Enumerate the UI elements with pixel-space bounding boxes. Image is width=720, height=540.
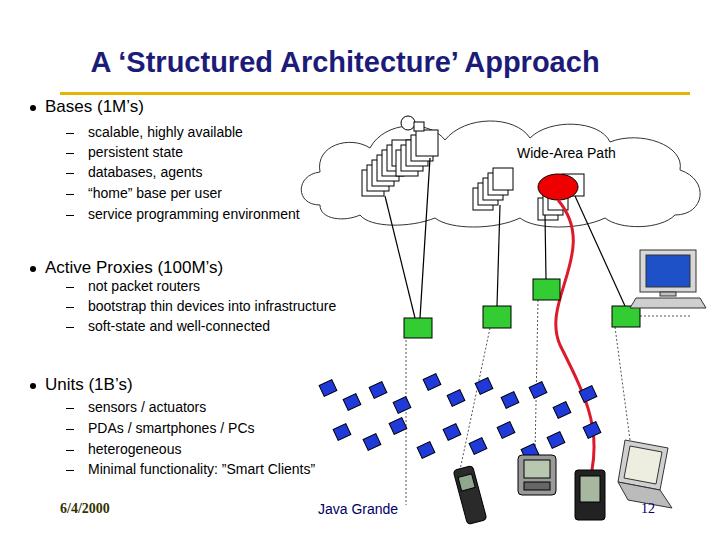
- palm-device: [575, 470, 605, 520]
- mobile-phone: [458, 474, 475, 491]
- dotted-wire: [640, 316, 690, 317]
- lock-symbol: [414, 122, 424, 131]
- bullet-dash: [66, 450, 74, 451]
- unit-symbol: [333, 424, 351, 441]
- desktop-pc: [630, 298, 706, 308]
- laptop: [618, 440, 672, 508]
- dotted-wire: [406, 328, 407, 505]
- unit-symbol: [363, 434, 381, 451]
- unit-symbol: [443, 424, 461, 441]
- lock-symbol: [401, 116, 424, 131]
- bullet-item: scalable, highly available: [88, 124, 243, 140]
- dotted-wire: [406, 300, 690, 505]
- cloud-outline: [301, 121, 700, 227]
- title-rule: [60, 92, 690, 95]
- unit-symbol: [343, 394, 361, 411]
- bullet-heading: Active Proxies (100M’s): [45, 258, 223, 278]
- bullet-dash: [66, 153, 74, 154]
- bullet-heading: Units (1B’s): [45, 375, 133, 395]
- unit-symbol: [501, 392, 519, 409]
- bullet-dot: [30, 383, 36, 389]
- home-base: [538, 174, 578, 200]
- unit-symbol: [417, 442, 435, 459]
- bullet-item: sensors / actuators: [88, 399, 206, 415]
- unit-symbol: [497, 422, 515, 439]
- bullet-heading: Bases (1M’s): [45, 97, 144, 117]
- desktop-pc: [660, 292, 676, 296]
- bullet-item: heterogeneous: [88, 441, 181, 457]
- laptop: [618, 440, 668, 490]
- bullet-dash: [66, 194, 74, 195]
- mobile-phone: [453, 465, 487, 524]
- unit-symbol: [583, 422, 601, 439]
- unit-symbol: [423, 374, 441, 391]
- unit-symbol: [579, 386, 597, 403]
- bullet-item: persistent state: [88, 144, 183, 160]
- desktop-pc: [630, 250, 706, 308]
- laptop: [624, 446, 662, 484]
- unit-symbol: [447, 390, 465, 407]
- bullet-dot: [30, 105, 36, 111]
- unit-symbol: [553, 402, 571, 419]
- unit-symbol: [475, 378, 493, 395]
- unit-symbol: [319, 374, 601, 461]
- proxy-box: [612, 306, 640, 327]
- mobile-phone: [453, 465, 487, 524]
- palm-device: [575, 470, 605, 520]
- proxy-box: [404, 279, 640, 338]
- bullet-dash: [66, 133, 74, 134]
- bullet-item: “home” base per user: [88, 185, 222, 201]
- bullet-item: service programming environment: [88, 206, 300, 222]
- bullet-dash: [66, 429, 74, 430]
- bullet-item: soft-state and well-connected: [88, 318, 270, 334]
- bullet-dash: [66, 287, 74, 288]
- pda: [518, 455, 556, 495]
- palm-device: [580, 476, 600, 502]
- dotted-wire: [535, 300, 538, 455]
- footer-text: 6/4/2000: [60, 501, 110, 517]
- footer-text: 12: [641, 501, 655, 517]
- bullet-item: Minimal functionality: ”Smart Clients”: [88, 461, 315, 477]
- desktop-pc: [646, 255, 690, 287]
- node-label: Wide-Area Path: [517, 145, 616, 161]
- unit-symbol: [389, 418, 407, 435]
- bullet-dash: [66, 470, 74, 471]
- bullet-item: PDAs / smartphones / PCs: [88, 420, 255, 436]
- unit-symbol: [529, 382, 547, 399]
- proxy-box: [483, 306, 511, 328]
- bullet-item: databases, agents: [88, 164, 202, 180]
- pda: [524, 482, 550, 490]
- bullet-dash: [66, 215, 74, 216]
- bullet-dash: [66, 173, 74, 174]
- unit-symbol: [369, 382, 387, 399]
- pda: [524, 460, 550, 478]
- proxy-box: [533, 279, 560, 300]
- dotted-wire: [615, 327, 630, 440]
- bullet-dash: [66, 408, 74, 409]
- bullet-dash: [66, 327, 74, 328]
- lock-symbol: [401, 116, 415, 130]
- unit-symbol: [319, 380, 337, 397]
- desktop-pc: [640, 250, 696, 292]
- bullet-dot: [30, 266, 36, 272]
- bullet-dash: [66, 307, 74, 308]
- pda: [518, 455, 556, 495]
- unit-symbol: [393, 397, 411, 414]
- slide-title: A ‘Structured Architecture’ Approach: [0, 46, 690, 79]
- unit-symbol: [547, 432, 565, 449]
- bullet-item: not packet routers: [88, 278, 200, 294]
- footer-text: Java Grande: [318, 501, 398, 517]
- unit-symbol: [469, 438, 487, 455]
- base-stack: [493, 168, 513, 190]
- proxy-box: [404, 318, 432, 338]
- base-stack: [416, 130, 438, 156]
- bullet-item: bootstrap thin devices into infrastructu…: [88, 298, 336, 314]
